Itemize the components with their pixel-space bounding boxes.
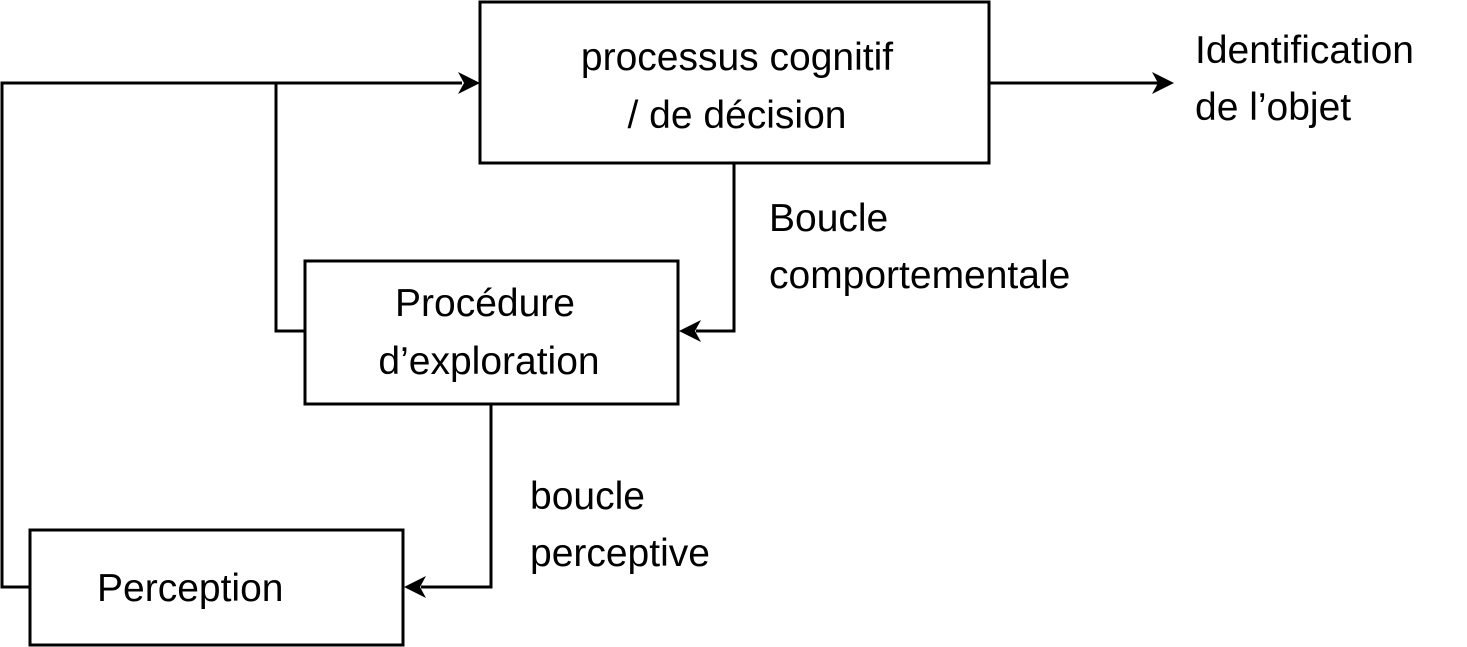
arrowhead-into-exploration <box>679 320 701 342</box>
perception-box-label: Perception <box>97 567 283 610</box>
exploration-box-line2: d’exploration <box>378 340 599 383</box>
cognitive-decision-box-border <box>478 0 991 165</box>
perceptive-loop-line <box>421 404 493 589</box>
behavioral-loop-label-line1: Boucle <box>769 197 888 240</box>
connectors <box>0 72 1174 598</box>
perception-to-cognitive-line <box>0 81 462 589</box>
exploration-procedure-box: Procédure d’exploration <box>303 259 680 406</box>
exploration-box-line1: Procédure <box>395 282 575 325</box>
perceptive-loop-label-line1: boucle <box>530 475 645 518</box>
cognitive-box-line1: processus cognitif <box>581 36 893 79</box>
behavioral-loop-label: Boucle comportementale <box>769 197 1070 297</box>
behavioral-loop-line <box>696 163 736 333</box>
perception-box-border <box>28 528 405 647</box>
output-label: Identification de l’objet <box>1195 29 1414 129</box>
output-label-line2: de l’objet <box>1195 86 1351 129</box>
perceptive-loop-label-line2: perceptive <box>530 532 710 575</box>
arrowhead-into-cognitive <box>458 72 480 94</box>
cognitive-box-line2: / de décision <box>628 94 847 137</box>
output-label-line1: Identification <box>1195 29 1414 72</box>
behavioral-loop-label-line2: comportementale <box>769 254 1070 297</box>
perceptive-loop-label: boucle perceptive <box>530 475 710 575</box>
arrowhead-into-perception <box>404 576 426 598</box>
cognitive-decision-box: processus cognitif / de décision <box>478 0 991 165</box>
exploration-to-cognitive-line <box>274 83 305 333</box>
perception-box: Perception <box>28 528 405 647</box>
exploration-procedure-box-border <box>303 259 680 406</box>
arrowhead-output <box>1152 72 1174 94</box>
